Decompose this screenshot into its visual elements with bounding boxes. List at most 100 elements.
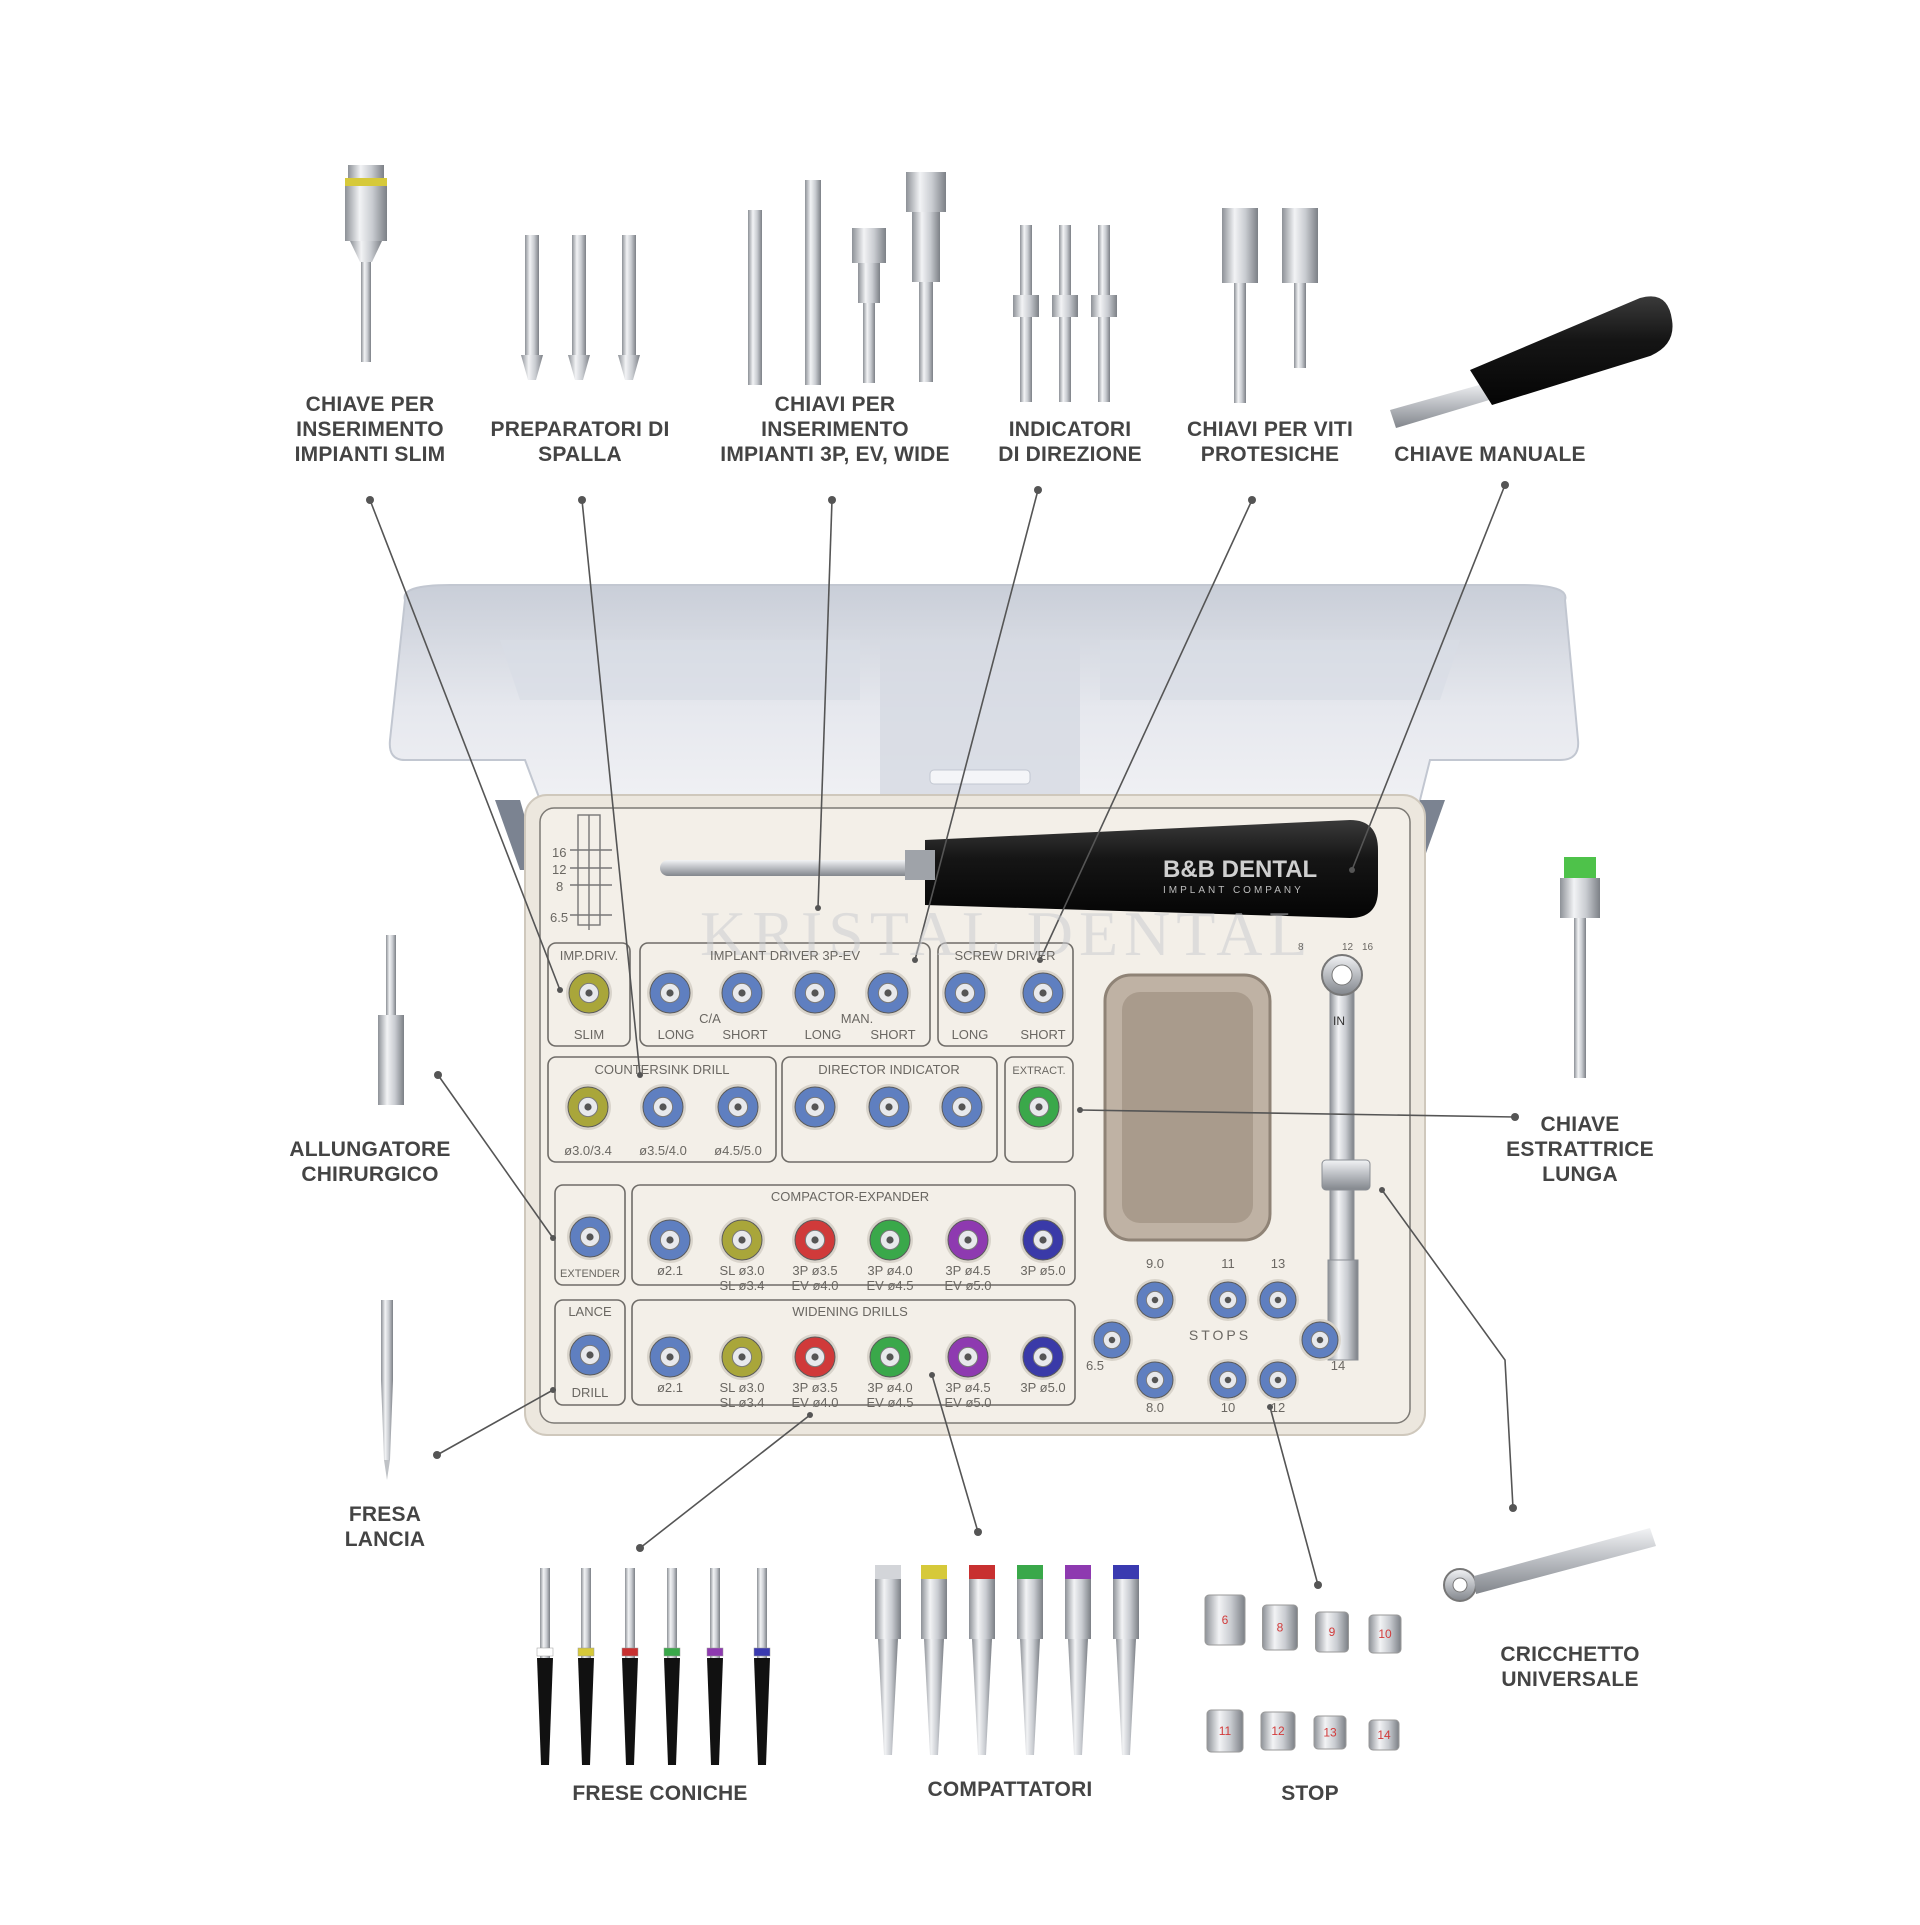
callout-line: FRESE CONICHE bbox=[572, 1782, 748, 1805]
stop-number: 10 bbox=[1378, 1627, 1392, 1641]
brand-tagline: IMPLANT COMPANY bbox=[1163, 885, 1304, 896]
socket-hole bbox=[1108, 1336, 1116, 1344]
shoulder-preparers-product bbox=[521, 235, 640, 380]
socket-hole bbox=[734, 1103, 742, 1111]
tray-socket bbox=[647, 1334, 693, 1380]
socket-hole bbox=[1274, 1296, 1282, 1304]
leader-dot bbox=[828, 496, 836, 504]
section-extract: EXTRACT. bbox=[1012, 1065, 1065, 1077]
callout-line: UNIVERSALE bbox=[1501, 1668, 1639, 1691]
gauge-tick: 6.5 bbox=[550, 910, 568, 925]
socket-hole bbox=[666, 1236, 674, 1244]
stop-size-label: 10 bbox=[1221, 1400, 1235, 1415]
compactor-size-label: 3P ø5.0 bbox=[1020, 1263, 1065, 1278]
countersink-size: ø4.5/5.0 bbox=[714, 1143, 762, 1158]
socket-hole bbox=[586, 1351, 594, 1359]
tray-socket bbox=[1020, 970, 1066, 1016]
stop-size-label: 9.0 bbox=[1146, 1256, 1164, 1271]
stop-ring bbox=[1315, 1611, 1349, 1653]
callout-line: PREPARATORI DI bbox=[490, 418, 670, 441]
callout-line: CHIAVE MANUALE bbox=[1394, 443, 1586, 466]
stop-number: 13 bbox=[1323, 1726, 1337, 1740]
socket-hole bbox=[964, 1236, 972, 1244]
drill-shank bbox=[540, 1568, 550, 1658]
leader-dot bbox=[929, 1372, 935, 1378]
gauge-tick: 8 bbox=[556, 879, 563, 894]
compactor-head bbox=[875, 1579, 901, 1639]
leader-dot bbox=[1037, 957, 1043, 963]
conical-drill bbox=[753, 1568, 771, 1765]
brand-name: B&B DENTAL bbox=[1163, 856, 1317, 883]
countersink-size: ø3.5/4.0 bbox=[639, 1143, 687, 1158]
drill-shank bbox=[625, 1568, 635, 1658]
compactor bbox=[1065, 1565, 1091, 1755]
socket-hole bbox=[811, 989, 819, 997]
label-short: SHORT bbox=[870, 1027, 915, 1042]
tray-socket bbox=[1020, 1217, 1066, 1263]
leader-line bbox=[1351, 484, 1506, 871]
conical-drill bbox=[536, 1568, 554, 1765]
compactor-tip bbox=[1068, 1639, 1088, 1755]
implant-drivers-product bbox=[748, 172, 946, 385]
compactor-color-band bbox=[875, 1565, 901, 1579]
callout-stop: STOP bbox=[1250, 1781, 1370, 1806]
gauge-tick: 16 bbox=[552, 845, 566, 860]
callout-line: INSERIMENTO bbox=[296, 418, 444, 441]
leader-dot bbox=[578, 496, 586, 504]
leader-dot bbox=[637, 1072, 643, 1078]
callout-cricchetto: CRICCHETTO UNIVERSALE bbox=[1460, 1642, 1680, 1692]
callout-line: INSERIMENTO bbox=[761, 418, 909, 441]
label-short: SHORT bbox=[1020, 1027, 1065, 1042]
compactor-color-band bbox=[1113, 1565, 1139, 1579]
stop-size-label: 11 bbox=[1221, 1256, 1235, 1271]
callout-line: IMPIANTI 3P, EV, WIDE bbox=[720, 443, 950, 466]
conical-drill bbox=[621, 1568, 639, 1765]
compactor-color-band bbox=[1065, 1565, 1091, 1579]
tray-socket bbox=[567, 1332, 613, 1378]
widening-size-label: 3P ø4.0 bbox=[867, 1380, 912, 1395]
conical-drill bbox=[706, 1568, 724, 1765]
socket-hole bbox=[811, 1236, 819, 1244]
callout-preparatori: PREPARATORI DI SPALLA bbox=[460, 417, 700, 467]
socket-hole bbox=[1039, 1353, 1047, 1361]
drill-body bbox=[664, 1658, 680, 1765]
section-director: DIRECTOR INDICATOR bbox=[818, 1062, 960, 1077]
widening-size-label: EV ø5.0 bbox=[945, 1395, 992, 1410]
callout-chiave-manuale: CHIAVE MANUALE bbox=[1370, 442, 1610, 467]
tray-socket bbox=[719, 970, 765, 1016]
leader-line bbox=[436, 1389, 554, 1456]
tray-socket bbox=[566, 970, 612, 1016]
compactor-color-band bbox=[921, 1565, 947, 1579]
tray-socket bbox=[565, 1084, 611, 1130]
tray-socket bbox=[1299, 1319, 1341, 1361]
widening-size-label: ø2.1 bbox=[657, 1380, 683, 1395]
tray-socket bbox=[1257, 1359, 1299, 1401]
callout-line: CHIAVE PER bbox=[305, 393, 435, 416]
tray-socket bbox=[1134, 1359, 1176, 1401]
ratchet-mark: 16 bbox=[1362, 942, 1374, 953]
compactor-size-label: EV ø4.5 bbox=[867, 1278, 914, 1293]
leader-dot bbox=[974, 1528, 982, 1536]
tray-sockets bbox=[565, 970, 1341, 1401]
leader-dot bbox=[1314, 1581, 1322, 1589]
callout-allungatore: ALLUNGATORE CHIRURGICO bbox=[260, 1137, 480, 1187]
section-stops: STOPS bbox=[1189, 1327, 1251, 1343]
stop-number: 6 bbox=[1222, 1613, 1229, 1627]
tray-text: 16 12 8 6.5 B&B DENTAL IMPLANT COMPANY K… bbox=[550, 845, 1374, 1415]
leader-dot bbox=[1034, 486, 1042, 494]
socket-hole bbox=[964, 1353, 972, 1361]
tray-socket bbox=[1207, 1279, 1249, 1321]
compactor-head bbox=[969, 1579, 995, 1639]
leader-dot bbox=[912, 957, 918, 963]
callout-line: CHIAVE bbox=[1540, 1113, 1620, 1136]
manual-driver-in-case bbox=[660, 820, 1378, 918]
compactor-color-band bbox=[1017, 1565, 1043, 1579]
leader-dot bbox=[550, 1235, 556, 1241]
callout-line: DI DIREZIONE bbox=[998, 443, 1142, 466]
callout-chiavi-viti: CHIAVI PER VITI PROTESICHE bbox=[1150, 417, 1390, 467]
manual-key-product bbox=[1390, 296, 1673, 428]
drill-color-band bbox=[577, 1647, 595, 1657]
label-man: MAN. bbox=[841, 1011, 874, 1026]
drill-body bbox=[578, 1658, 594, 1765]
